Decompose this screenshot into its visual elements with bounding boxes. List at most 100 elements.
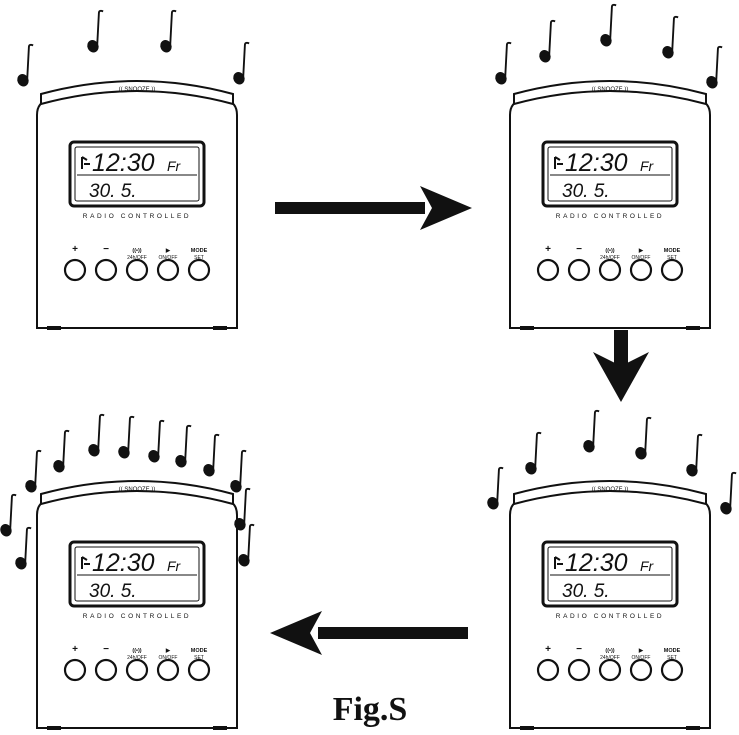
music-note-icon: [12, 526, 33, 573]
button-label: +: [545, 244, 551, 255]
display-time: 12:30: [92, 149, 155, 177]
radio-controlled-label: RADIO CONTROLLED: [556, 613, 664, 620]
snooze-bar[interactable]: [40, 80, 234, 106]
music-note-icon: [85, 413, 106, 460]
foot-left: [47, 326, 61, 330]
music-note-icon: [84, 9, 105, 56]
music-note-icon: [157, 9, 178, 56]
snooze-bar[interactable]: [513, 80, 707, 106]
lcd-inner: [547, 146, 673, 202]
display-day: Fr: [640, 558, 655, 574]
button-label: ((•)): [605, 248, 614, 254]
snooze-label: (( SNOOZE )): [592, 487, 629, 493]
clock-button[interactable]: [63, 258, 87, 282]
button-label: −: [576, 644, 582, 655]
button-sublabel: ON/OFF: [632, 655, 651, 661]
clock-button[interactable]: [156, 658, 180, 682]
music-note-icon: [230, 41, 251, 88]
arrow-down: [593, 330, 649, 402]
clock-button[interactable]: [187, 258, 211, 282]
display-time: 12:30: [565, 549, 628, 577]
clock-button[interactable]: [567, 258, 591, 282]
clock-button[interactable]: [660, 258, 684, 282]
lcd-inner: [74, 546, 200, 602]
music-note-icon: [522, 431, 543, 478]
foot-left: [47, 726, 61, 730]
lcd-display: [541, 540, 679, 608]
music-note-icon: [145, 419, 166, 466]
clock-body: [509, 490, 711, 729]
clock-button[interactable]: [125, 258, 149, 282]
music-note-icon: [172, 424, 193, 471]
music-note-icon: [597, 3, 618, 50]
music-note-icon: [200, 433, 221, 480]
foot-right: [686, 326, 700, 330]
snooze-bar[interactable]: [40, 480, 234, 506]
display-day: Fr: [640, 158, 655, 174]
clock-button[interactable]: [660, 658, 684, 682]
display-day: Fr: [167, 558, 182, 574]
clock-body: [36, 490, 238, 729]
clock-button[interactable]: [598, 258, 622, 282]
arrow-right: [275, 186, 472, 230]
button-label: ((•)): [132, 248, 141, 254]
snooze-label: (( SNOOZE )): [592, 87, 629, 93]
clock-panel-3: (( SNOOZE )) 12:30 Fr 30. 5. RADIO CONTROLLE…: [509, 480, 711, 730]
button-label: ▶: [638, 247, 644, 254]
display-time: 12:30: [92, 549, 155, 577]
button-sublabel: 24h/OFF: [127, 255, 147, 261]
music-note-icon: [0, 493, 18, 540]
music-note-icon: [580, 409, 601, 456]
radio-signal-icon: [81, 556, 90, 569]
music-note-icon: [50, 429, 71, 476]
music-note-icon: [235, 523, 256, 570]
snooze-label: (( SNOOZE )): [119, 487, 156, 493]
button-label: MODE: [664, 648, 681, 654]
snooze-label: (( SNOOZE )): [119, 87, 156, 93]
clock-body: [509, 90, 711, 329]
figure-caption: Fig.S: [332, 691, 408, 728]
music-note-icon: [115, 415, 136, 462]
snooze-bar[interactable]: [513, 480, 707, 506]
button-label: −: [103, 644, 109, 655]
clock-button[interactable]: [567, 658, 591, 682]
clock-button[interactable]: [156, 258, 180, 282]
button-label: +: [545, 644, 551, 655]
clock-button[interactable]: [536, 658, 560, 682]
music-note-icon: [536, 19, 557, 66]
arrow-left: [270, 611, 468, 655]
foot-right: [213, 326, 227, 330]
foot-right: [213, 726, 227, 730]
radio-signal-icon: [554, 156, 563, 169]
button-label: ▶: [165, 647, 171, 654]
clock-button[interactable]: [125, 658, 149, 682]
button-sublabel: SET: [194, 255, 204, 261]
lcd-display: [68, 140, 206, 208]
clock-button[interactable]: [94, 658, 118, 682]
lcd-display: [541, 140, 679, 208]
display-date: 30. 5.: [89, 581, 137, 602]
button-sublabel: SET: [667, 655, 677, 661]
clock-button[interactable]: [629, 658, 653, 682]
button-sublabel: 24h/OFF: [600, 255, 620, 261]
button-label: ▶: [165, 247, 171, 254]
button-sublabel: 24h/OFF: [600, 655, 620, 661]
clock-button[interactable]: [536, 258, 560, 282]
button-sublabel: 24h/OFF: [127, 655, 147, 661]
music-note-icon: [484, 466, 505, 513]
foot-left: [520, 726, 534, 730]
radio-controlled-label: RADIO CONTROLLED: [83, 613, 191, 620]
clock-button[interactable]: [187, 658, 211, 682]
display-time: 12:30: [565, 149, 628, 177]
clock-button[interactable]: [63, 658, 87, 682]
button-label: −: [103, 244, 109, 255]
music-note-icon: [632, 416, 653, 463]
button-label: MODE: [664, 248, 681, 254]
clock-button[interactable]: [629, 258, 653, 282]
clock-button[interactable]: [598, 658, 622, 682]
button-label: ((•)): [605, 648, 614, 654]
clock-button[interactable]: [94, 258, 118, 282]
display-date: 30. 5.: [562, 581, 610, 602]
